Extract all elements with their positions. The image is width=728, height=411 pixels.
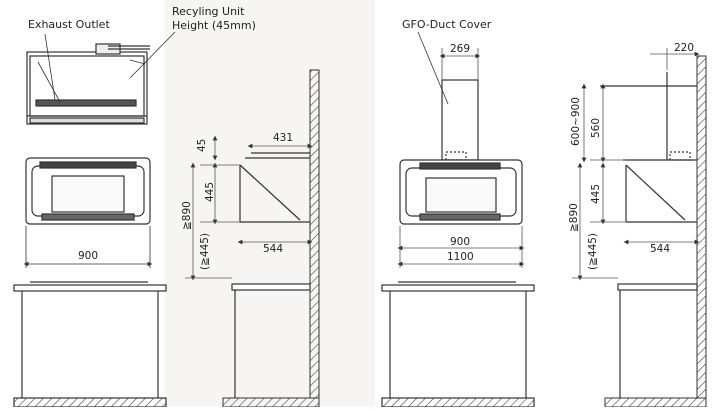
dim-label-269: 269 xyxy=(450,43,470,55)
dim-label-45: 45 xyxy=(196,139,208,152)
dim-label-445-left: 445 xyxy=(204,182,216,202)
dim-900-1100 xyxy=(397,226,525,268)
dim-label-1100: 1100 xyxy=(447,251,474,263)
recycling-unit-label-line2: Height (45mm) xyxy=(172,19,256,32)
side-dims-left xyxy=(185,135,313,281)
hood-front-view-ducted xyxy=(399,79,523,225)
background-panel xyxy=(165,0,375,407)
dim-label-min445-right: (≧445) xyxy=(587,233,599,270)
dim-label-431: 431 xyxy=(273,132,293,144)
dim-900-left xyxy=(23,226,153,268)
gfo-duct-cover-label: GFO-Duct Cover xyxy=(402,18,492,31)
dim-label-900-left: 900 xyxy=(78,250,98,262)
wall-section-left xyxy=(222,69,320,408)
recycling-leader xyxy=(129,31,176,79)
dim-label-544-left: 544 xyxy=(263,243,283,255)
dim-label-890-right: ≧890 xyxy=(568,203,580,232)
duct-cover-leader xyxy=(417,31,449,105)
dim-label-890-left: ≧890 xyxy=(181,201,193,230)
exhaust-leader xyxy=(44,33,56,101)
dim-label-560: 560 xyxy=(590,118,602,138)
dim-label-900-right: 900 xyxy=(450,236,470,248)
dim-label-min445-left: (≧445) xyxy=(199,233,211,270)
side-view-right xyxy=(600,72,698,398)
dim-label-600-900: 600~900 xyxy=(570,97,582,146)
side-dims-right xyxy=(572,48,700,281)
dim-label-220: 220 xyxy=(674,42,694,54)
countertop-center xyxy=(381,281,535,408)
side-view-left xyxy=(231,152,311,398)
dim-269 xyxy=(439,48,481,80)
hood-front-view-left xyxy=(25,157,151,225)
hood-top-view-recycling xyxy=(26,43,150,125)
recycling-unit-label-line1: Recyling Unit xyxy=(172,5,245,18)
exhaust-outlet-label: Exhaust Outlet xyxy=(28,18,110,31)
dim-label-544-right: 544 xyxy=(650,243,670,255)
dim-label-445-right: 445 xyxy=(590,184,602,204)
